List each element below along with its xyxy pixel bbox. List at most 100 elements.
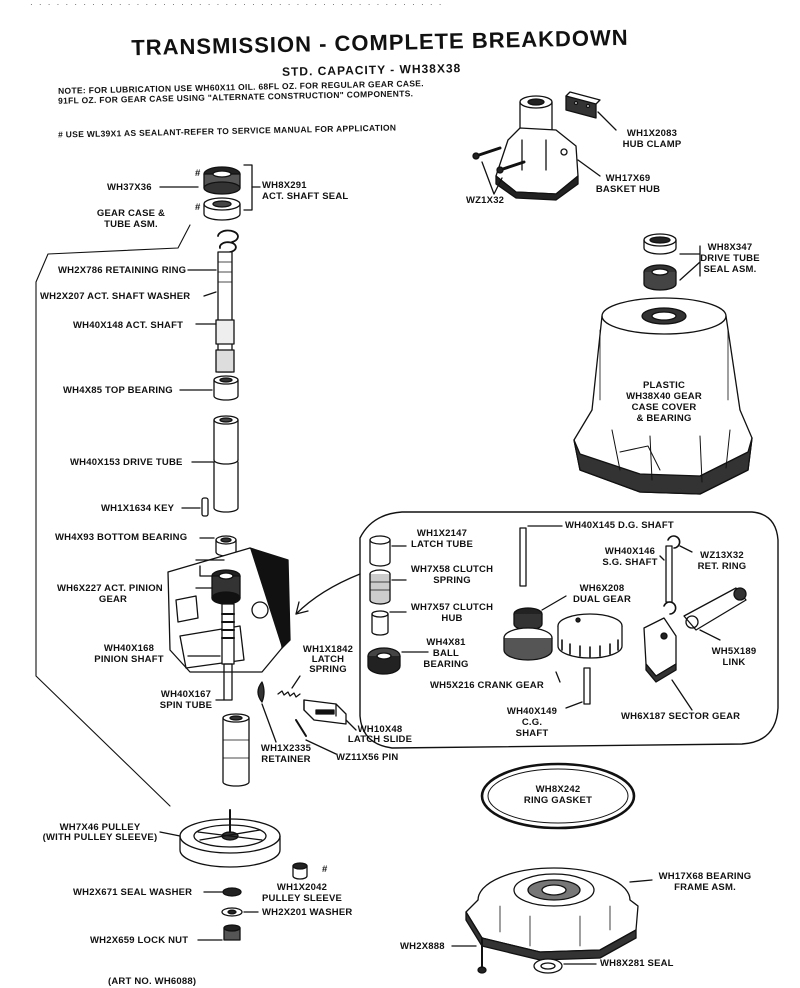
label-seal-asm: SEAL ASM. — [703, 264, 757, 275]
label-wh40x145: WH40X145 D.G. SHAFT — [565, 520, 674, 531]
pin-part — [295, 719, 307, 737]
label-wh7x46: WH7X46 PULLEY — [59, 822, 141, 833]
label-latch-slide: LATCH SLIDE — [347, 734, 413, 745]
label-spin-tube: SPIN TUBE — [159, 700, 213, 711]
label-wz1x32: WZ1X32 — [466, 195, 505, 206]
pinion-gear-part — [211, 569, 241, 605]
label-wh1x2083: WH1X2083 — [626, 128, 678, 139]
drive-tube-part — [213, 415, 239, 513]
label-link: LINK — [722, 657, 746, 668]
label-ring-gasket: RING GASKET — [523, 795, 593, 806]
label-pinion-shaft: PINION SHAFT — [94, 654, 164, 665]
label-wh17x69: WH17X69 — [605, 173, 651, 184]
clutch-hub-part — [371, 610, 389, 636]
label-pulley-sleeve: PULLEY SLEEVE — [261, 893, 343, 904]
gear-case-assembly-bracket — [35, 224, 191, 807]
top-bearing-part — [213, 375, 239, 401]
hash-mark: # — [195, 202, 201, 213]
dual-gear-part — [503, 607, 553, 661]
crank-gear-part — [557, 613, 623, 659]
label-plastic: PLASTIC — [642, 380, 686, 391]
label-pinion-gear: GEAR — [98, 594, 128, 605]
label-retainer: RETAINER — [261, 754, 311, 765]
act-shaft-part — [215, 251, 235, 373]
label-wh17x68: WH17X68 BEARING — [658, 871, 752, 882]
label-tube-asm: TUBE ASM. — [104, 219, 158, 230]
label-and-bearing: & BEARING — [636, 413, 692, 424]
label-gear-case: GEAR CASE & — [96, 208, 166, 219]
latch-spring-part — [277, 690, 301, 698]
label-ball: BALL — [432, 648, 460, 659]
label-wh40x153: WH40X153 DRIVE TUBE — [70, 457, 183, 468]
gear-subassembly-bubble — [359, 511, 779, 749]
label-wz11x56: WZ11X56 PIN — [336, 752, 399, 763]
label-cg: C.G. — [521, 717, 543, 728]
bearing-frame-part — [465, 867, 639, 961]
label-wh6x208: WH6X208 — [579, 583, 625, 594]
hash-mark: # — [195, 168, 201, 179]
drive-tube-seal-part — [643, 233, 677, 291]
key-part — [201, 497, 209, 517]
label-wh37x36: WH37X36 — [107, 182, 152, 193]
basket-hub-part — [495, 95, 579, 201]
latch-tube-part — [369, 535, 391, 567]
label-wh1x2147: WH1X2147 — [416, 528, 468, 539]
retaining-ring-part — [217, 229, 239, 253]
label-wh40x148: WH40X148 ACT. SHAFT — [73, 320, 184, 331]
label-wh1x2335: WH1X2335 — [260, 743, 312, 754]
label-clutch-spring: SPRING — [433, 575, 471, 586]
label-wh4x81: WH4X81 — [426, 637, 466, 648]
label-wz13x32: WZ13X32 — [700, 550, 744, 561]
act-shaft-seal-part — [203, 166, 241, 221]
label-wh40x168: WH40X168 — [103, 643, 155, 654]
label-wh2x786: WH2X786 RETAINING RING — [58, 265, 187, 276]
label-latch: LATCH — [311, 654, 345, 665]
label-dual-gear: DUAL GEAR — [572, 594, 632, 605]
label-wh5x216: WH5X216 CRANK GEAR — [430, 680, 544, 691]
label-hub-clamp: HUB CLAMP — [622, 139, 682, 150]
subassembly-arrow — [295, 573, 361, 615]
label-with-pulley-sleeve: (WITH PULLEY SLEEVE) — [42, 832, 158, 843]
label-wh1x1842: WH1X1842 — [302, 644, 354, 655]
hash-mark: # — [322, 864, 328, 875]
label-wh2x888: WH2X888 — [400, 941, 445, 952]
label-wh8x347: WH8X347 — [707, 242, 753, 253]
label-cg-shaft: SHAFT — [515, 728, 549, 739]
label-wh4x85: WH4X85 TOP BEARING — [63, 385, 173, 396]
label-wh8x281: WH8X281 SEAL — [600, 958, 674, 969]
sector-gear-part — [643, 617, 677, 683]
link-part — [683, 587, 747, 631]
bolt-parts — [472, 146, 526, 174]
label-frame-asm: FRAME ASM. — [674, 882, 736, 893]
bracket-wh8x291 — [243, 164, 253, 211]
retainer-part — [257, 681, 265, 703]
label-sg-shaft: S.G. SHAFT — [602, 557, 658, 568]
page-header-strip: · · · · · · · · · · · · · · · · · · · · … — [30, 0, 444, 9]
clutch-spring-part — [369, 569, 391, 605]
label-wh2x207: WH2X207 ACT. SHAFT WASHER — [40, 291, 191, 302]
label-ret-ring: RET. RING — [697, 561, 747, 572]
label-wh2x659: WH2X659 LOCK NUT — [90, 935, 189, 946]
label-wh7x58: WH7X58 CLUTCH — [410, 564, 494, 575]
label-wh2x201: WH2X201 WASHER — [262, 907, 353, 918]
label-act-shaft-seal: ACT. SHAFT SEAL — [262, 191, 349, 202]
label-drive-tube: DRIVE TUBE — [700, 253, 760, 264]
label-latch-tube: LATCH TUBE — [411, 539, 473, 550]
lock-nut-part — [223, 924, 241, 941]
latch-slide-part — [303, 699, 347, 725]
label-wh6x227: WH6X227 ACT. PINION — [57, 583, 163, 594]
label-wh5x189: WH5X189 — [711, 646, 757, 657]
seal-washer-part — [222, 887, 242, 897]
label-wh2x671: WH2X671 SEAL WASHER — [73, 887, 193, 898]
label-wh8x242: WH8X242 — [535, 784, 581, 795]
label-wh40x146: WH40X146 — [604, 546, 656, 557]
ret-ring-part — [667, 535, 681, 549]
label-wh38x40: WH38X40 GEAR — [626, 391, 702, 402]
label-wh7x57: WH7X57 CLUTCH — [410, 602, 494, 613]
label-wh6x187: WH6X187 SECTOR GEAR — [621, 711, 741, 722]
label-wh40x149: WH40X149 — [506, 706, 558, 717]
pulley-sleeve-part — [292, 862, 308, 880]
pinion-shaft-part — [221, 603, 235, 701]
label-bearing: BEARING — [423, 659, 469, 670]
